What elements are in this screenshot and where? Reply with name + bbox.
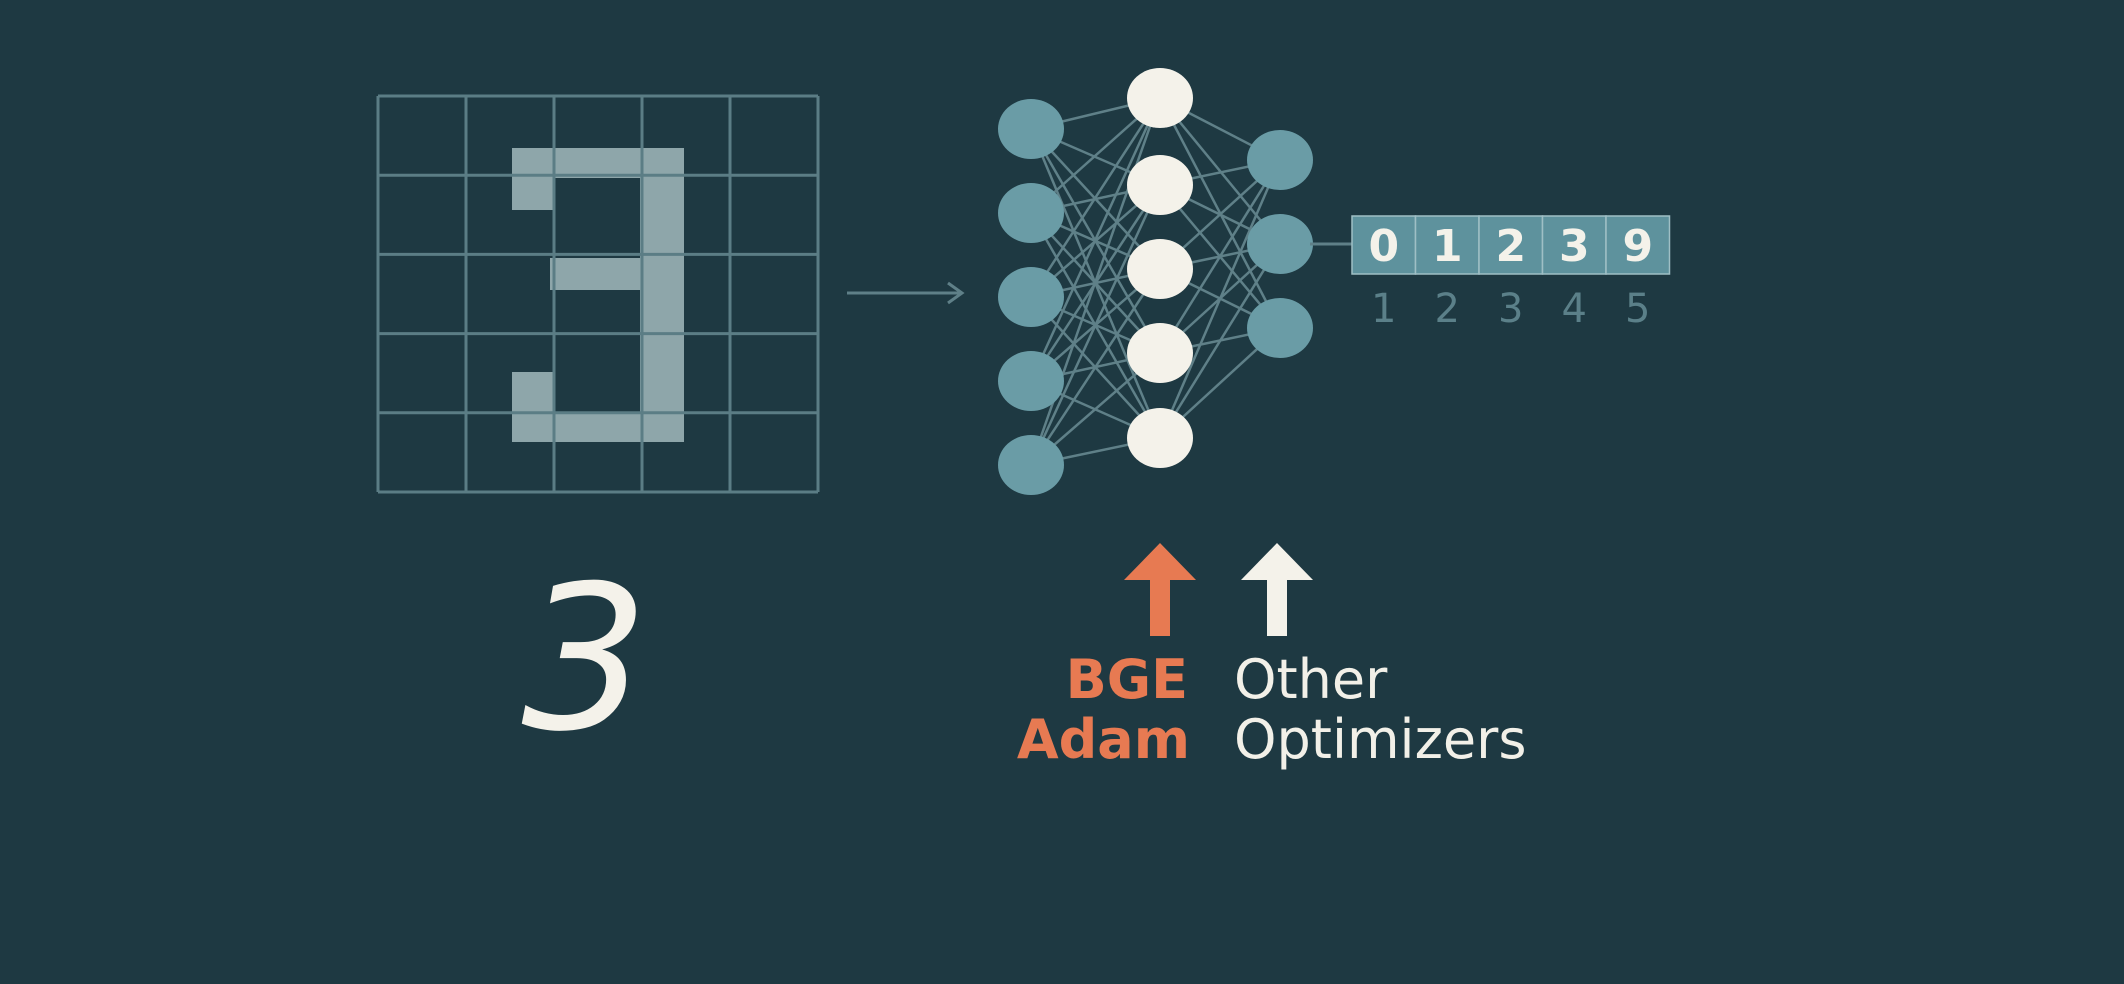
digit-segment (512, 372, 554, 442)
output-cell (1541, 215, 1607, 275)
network-edge (1158, 243, 1282, 439)
digit-segment (550, 258, 670, 290)
network-edge (1029, 184, 1162, 466)
digit-segment (640, 148, 684, 442)
network-edge (1159, 97, 1281, 245)
output-index: 2 (1435, 286, 1460, 332)
pixel-digit-three (512, 148, 684, 442)
network-node (998, 183, 1064, 243)
adam-label: Adam (1017, 708, 1190, 771)
network-edge (1158, 159, 1282, 354)
network-node (998, 267, 1064, 327)
grid-lines (376, 94, 820, 494)
bge-label: BGE (1066, 648, 1188, 711)
network-node (998, 435, 1064, 495)
network-node (998, 99, 1064, 159)
output-cell-value: 0 (1368, 221, 1399, 272)
output-cell-value: 1 (1432, 221, 1463, 272)
network-edge (1029, 97, 1162, 466)
network-node (1247, 130, 1313, 190)
network-edge (1029, 268, 1162, 466)
output-index: 1 (1371, 286, 1396, 332)
output-cell (1605, 215, 1671, 275)
other-optimizers-arrow-icon (1241, 543, 1313, 636)
network-node (998, 351, 1064, 411)
network-node (1127, 323, 1193, 383)
digit-segment (512, 148, 554, 210)
network-node (1127, 239, 1193, 299)
handwritten-digit-label: 3 (521, 543, 648, 776)
output-index: 5 (1625, 286, 1650, 332)
network-node (1247, 298, 1313, 358)
input-arrow-icon (847, 281, 965, 305)
output-cell-value: 3 (1559, 221, 1590, 272)
network-edge (1158, 159, 1282, 439)
input-pixel-grid (376, 94, 820, 494)
network-edge (1029, 97, 1162, 382)
other-label: Other (1234, 648, 1388, 711)
network-node (1247, 214, 1313, 274)
network-node (1127, 155, 1193, 215)
network-node (1127, 68, 1193, 128)
optimizers-label: Optimizers (1234, 708, 1526, 771)
output-cell (1478, 215, 1544, 275)
network-nodes (998, 68, 1313, 495)
bge-adam-arrow-icon (1124, 543, 1196, 636)
output-index: 3 (1498, 286, 1523, 332)
output-cell (1414, 215, 1480, 275)
output-index: 4 (1562, 286, 1587, 332)
network-node (1127, 408, 1193, 468)
network-edge (1029, 97, 1162, 298)
output-cell (1351, 215, 1417, 275)
output-cell-value: 9 (1622, 221, 1653, 272)
output-cell-value: 2 (1495, 221, 1526, 272)
